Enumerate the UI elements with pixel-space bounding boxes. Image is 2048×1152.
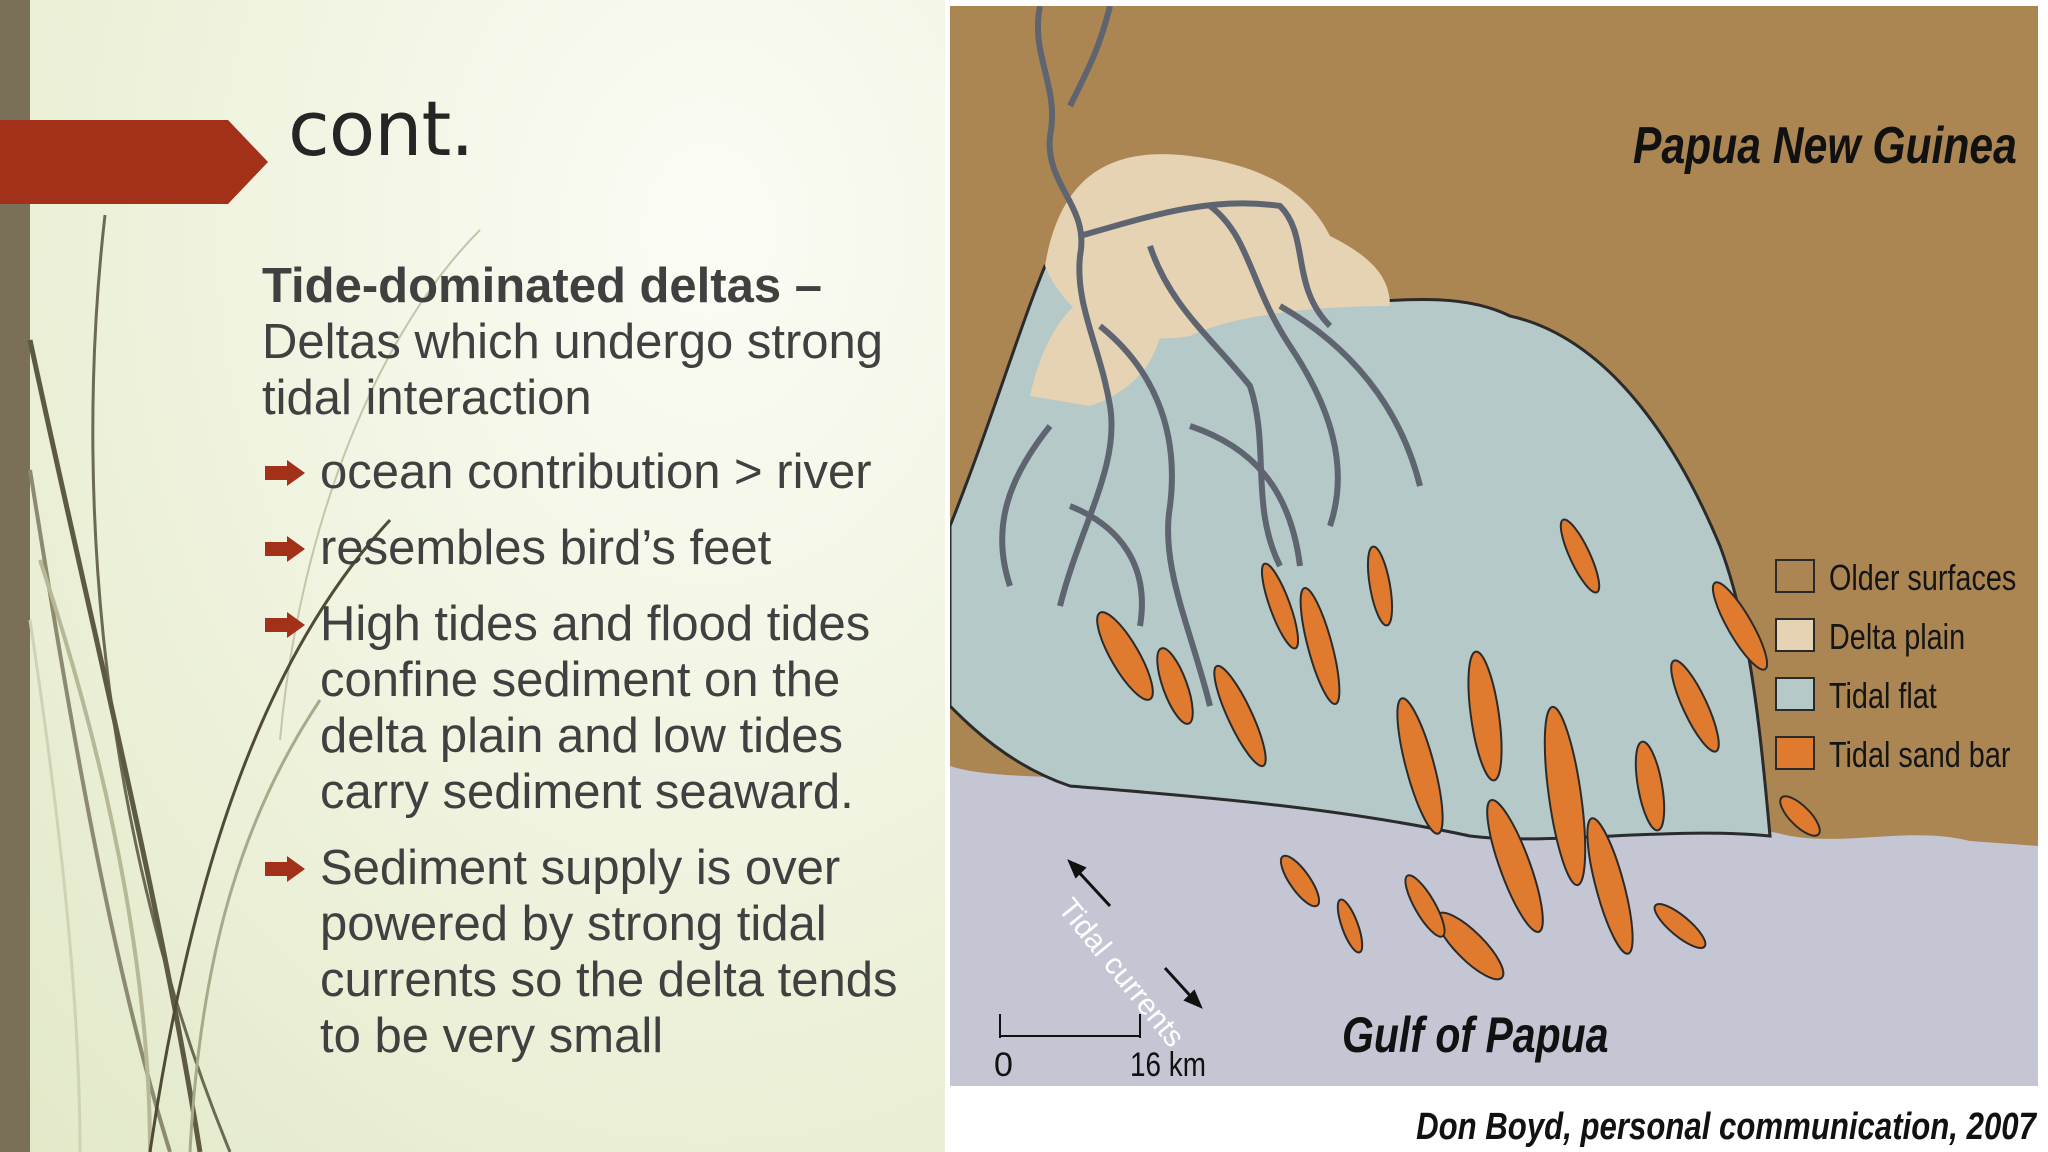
arrow-bullet-icon [265, 856, 305, 882]
legend-swatch [1775, 736, 1815, 770]
bullet-list: ocean contribution > river resembles bir… [262, 444, 922, 1064]
legend-label: Tidal sand bar [1829, 734, 2011, 775]
intro-heading: Tide-dominated deltas – [262, 259, 822, 313]
tidal-current-arrows [1067, 859, 1203, 1009]
legend-swatch [1775, 559, 1815, 593]
slide-body: Tide-dominated deltas – Deltas which und… [262, 258, 922, 1084]
bullet-text: Sediment supply is over powered by stron… [320, 841, 898, 1063]
legend-swatch [1775, 677, 1815, 711]
region-label: Papua New Guinea [1633, 117, 2017, 175]
legend-swatch [1775, 618, 1815, 652]
scale-bar [999, 1014, 1141, 1038]
intro-paragraph: Tide-dominated deltas – Deltas which und… [262, 258, 922, 426]
delta-map-illustration [950, 6, 2038, 1086]
list-item: High tides and flood tides confine sedim… [262, 596, 922, 820]
figure-credit: Don Boyd, personal communication, 2007 [1416, 1106, 2036, 1148]
delta-map-figure: Papua New Guinea Gulf of Papua Tidal cur… [950, 6, 2038, 1086]
bullet-text: resembles bird’s feet [320, 521, 772, 575]
arrow-bullet-icon [265, 460, 305, 486]
arrow-bullet-icon [265, 536, 305, 562]
page-title: cont. [288, 84, 474, 173]
intro-text: Deltas which undergo strong tidal intera… [262, 315, 884, 425]
list-item: resembles bird’s feet [262, 520, 922, 576]
scale-end-label: 16 km [1130, 1046, 1206, 1084]
tidal-sand-bars [1096, 518, 1821, 981]
gulf-sea-area [950, 766, 2038, 1086]
list-item: Sediment supply is over powered by stron… [262, 840, 922, 1064]
bullet-text: ocean contribution > river [320, 445, 872, 499]
arrow-bullet-icon [265, 612, 305, 638]
river-channels [999, 6, 1423, 707]
legend-label: Tidal flat [1829, 675, 1937, 716]
bullet-text: High tides and flood tides confine sedim… [320, 597, 871, 819]
title-accent-tab [0, 120, 268, 204]
legend-label: Delta plain [1829, 616, 1966, 657]
scale-start-label: 0 [994, 1046, 1013, 1084]
list-item: ocean contribution > river [262, 444, 922, 500]
sea-label: Gulf of Papua [1342, 1007, 1609, 1063]
legend-label: Older surfaces [1829, 557, 2017, 598]
